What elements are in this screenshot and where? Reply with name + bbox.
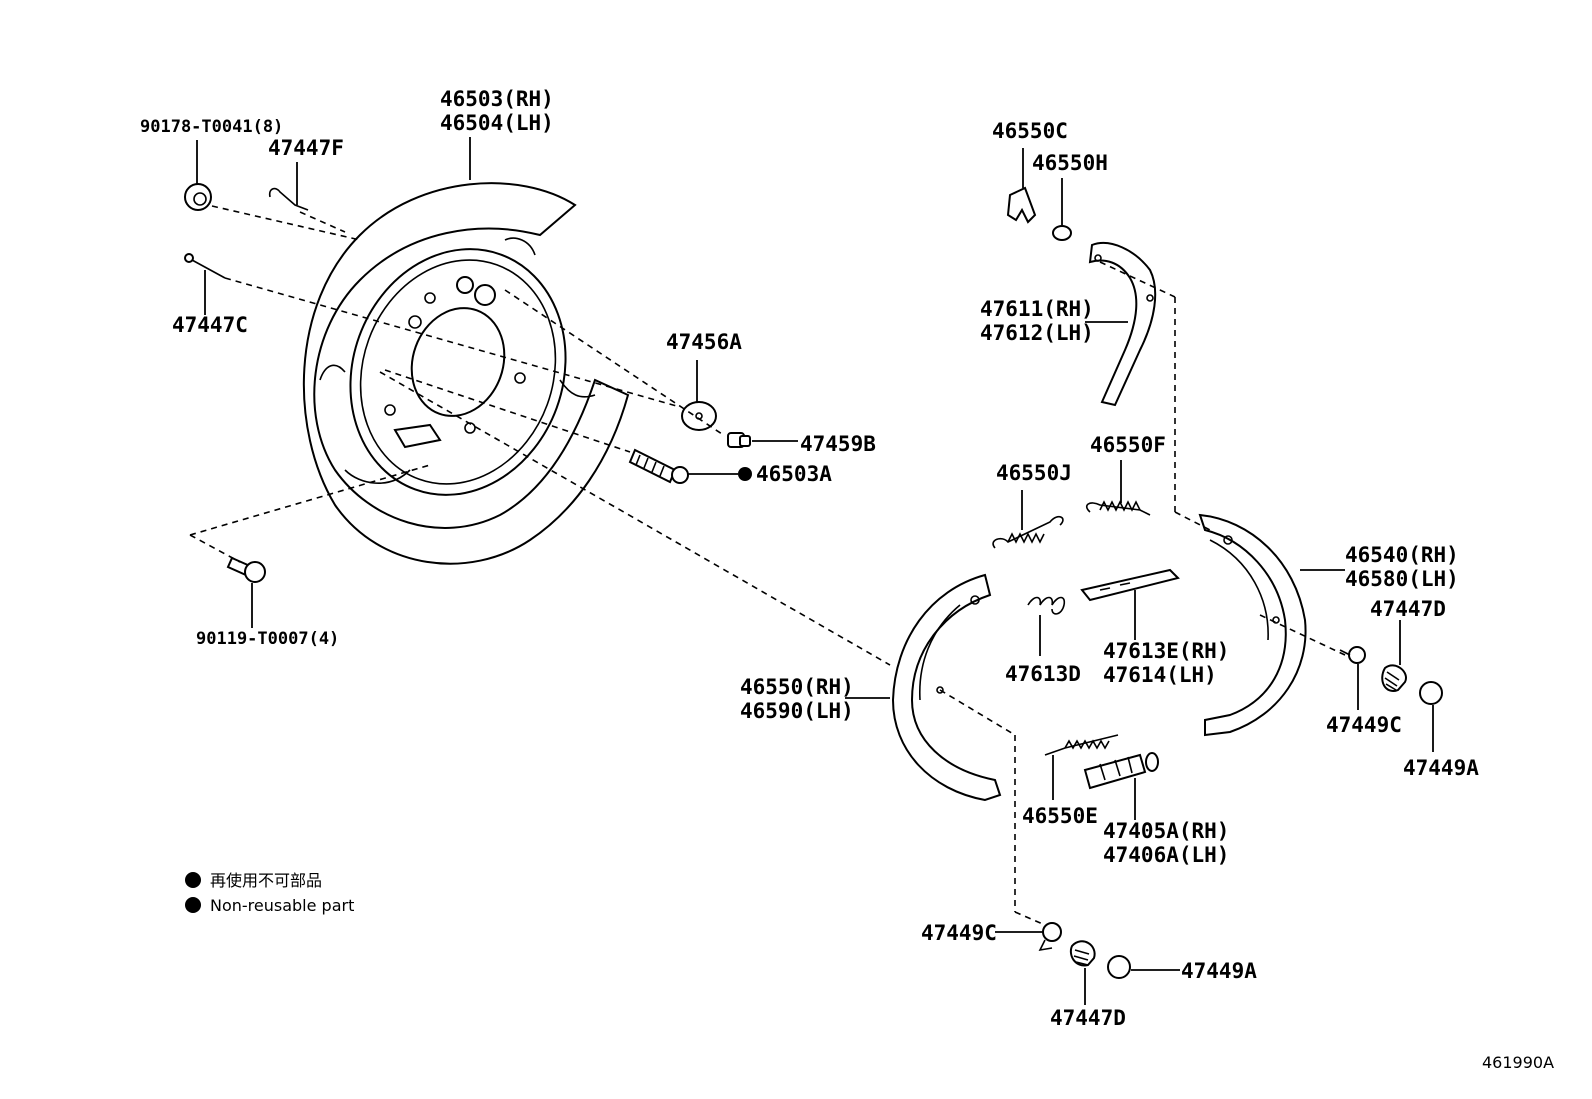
spring-47447D-top-icon (1381, 664, 1407, 692)
label-adjuster-lh: 47406A(LH) (1103, 843, 1229, 867)
label-bolt-90178: 90178-T0041(8) (140, 117, 283, 137)
spring-46550F-icon (1085, 500, 1151, 516)
label-cup-47449A-bottom: 47449A (1181, 959, 1257, 983)
pin-47449C-bottom-icon (1038, 922, 1062, 952)
bolt-90119-icon (226, 556, 266, 583)
spring-47613D-icon (1027, 596, 1066, 615)
plug-46503A-icon (628, 448, 689, 484)
legend-marker-icon (185, 872, 201, 888)
legend-marker-icon (185, 897, 201, 913)
spring-46550J-icon (992, 515, 1064, 549)
label-strut-rh: 47613E(RH) (1103, 639, 1229, 663)
label-cap-47459B: 47459B (800, 432, 876, 456)
label-shoe-rear-rh: 46550(RH) (740, 675, 854, 699)
label-adjuster-rh: 47405A(RH) (1103, 819, 1229, 843)
label-plate-lh: 46504(LH) (440, 111, 554, 135)
label-cup-47449A-top: 47449A (1403, 756, 1479, 780)
strut-icon (1080, 568, 1180, 602)
label-spring-46550E: 46550E (1022, 804, 1098, 828)
cup-47449A-top-icon (1419, 681, 1443, 705)
figure-reference: 461990A (1482, 1053, 1554, 1072)
label-spring-46550J: 46550J (996, 461, 1072, 485)
spring-46550E-icon (1044, 734, 1119, 756)
label-plate-rh: 46503(RH) (440, 87, 554, 111)
label-pin-47447F: 47447F (268, 136, 344, 160)
pin-47449C-top-icon (1339, 646, 1366, 664)
label-spring-47447D-top: 47447D (1370, 597, 1446, 621)
backing-plate (302, 182, 630, 565)
label-pin-47449C-bottom: 47449C (921, 921, 997, 945)
label-strut-lh: 47614(LH) (1103, 663, 1217, 687)
bolt-90178-icon (184, 183, 212, 211)
pin-47447C-icon (184, 253, 226, 279)
label-shoe-front-rh: 46540(RH) (1345, 543, 1459, 567)
label-lever-rh: 47611(RH) (980, 297, 1094, 321)
brake-shoe-rear-icon (891, 573, 1002, 802)
label-plug-46503A: 46503A (756, 462, 832, 486)
label-bolt-90119: 90119-T0007(4) (196, 629, 339, 649)
label-pin-47449C-top: 47449C (1326, 713, 1402, 737)
pin-47447F-icon (268, 187, 309, 211)
brake-shoe-front-icon (1198, 513, 1307, 737)
clip-46550C-icon (1006, 186, 1037, 224)
legend-japanese: 再使用不可部品 (210, 871, 322, 890)
adjuster-icon (1083, 752, 1159, 790)
label-washer-47456A: 47456A (666, 330, 742, 354)
non-reusable-marker-icon (738, 467, 752, 481)
spring-47447D-bottom-icon (1069, 940, 1096, 967)
label-lever-lh: 47612(LH) (980, 321, 1094, 345)
washer-47456A-icon (681, 401, 717, 431)
parking-lever-icon (1088, 242, 1157, 407)
label-spring-47613D: 47613D (1005, 662, 1081, 686)
legend-english: Non-reusable part (210, 896, 354, 915)
cup-47449A-bottom-icon (1107, 955, 1131, 979)
label-shoe-rear-lh: 46590(LH) (740, 699, 854, 723)
label-spring-46550F: 46550F (1090, 433, 1166, 457)
legend: 再使用不可部品 Non-reusable part (185, 871, 354, 915)
washer-46550H-icon (1052, 225, 1072, 241)
label-pin-47447C: 47447C (172, 313, 248, 337)
label-clip-46550C: 46550C (992, 119, 1068, 143)
label-spring-47447D-bottom: 47447D (1050, 1006, 1126, 1030)
label-shoe-front-lh: 46580(LH) (1345, 567, 1459, 591)
cap-47459B-icon (727, 432, 751, 448)
label-washer-46550H: 46550H (1032, 151, 1108, 175)
